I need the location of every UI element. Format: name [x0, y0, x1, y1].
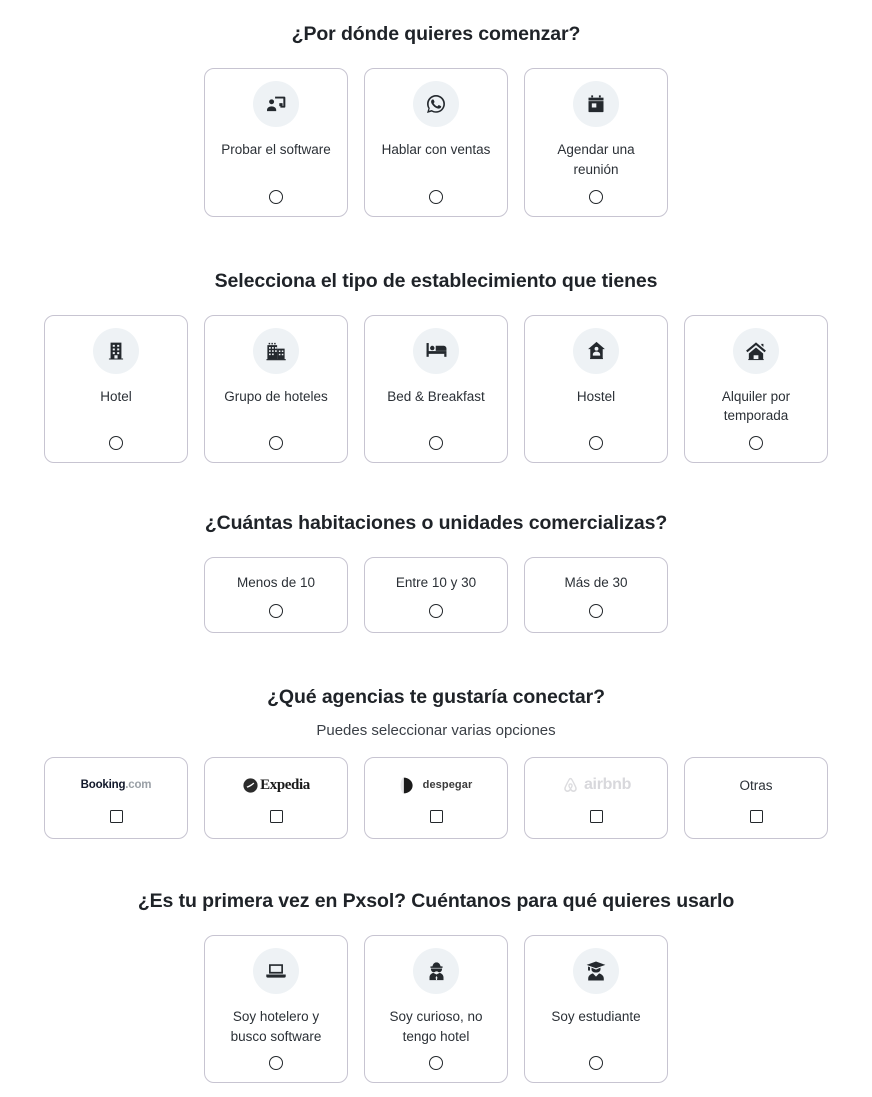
option-card-soy-curioso[interactable]: Soy curioso, no tengo hotel	[364, 935, 508, 1084]
option-card-group: Soy hotelero y busco software Soy curios…	[204, 935, 668, 1084]
option-card-menos-de-10[interactable]: Menos de 10	[204, 557, 348, 634]
option-card-group: Hotel Grupo de hoteles	[44, 314, 828, 463]
building-icon	[93, 327, 139, 374]
option-card-booking[interactable]: Booking.com	[44, 756, 188, 839]
despegar-logo: despegar	[400, 772, 473, 798]
section-rooms: ¿Cuántas habitaciones o unidades comerci…	[0, 511, 872, 634]
airbnb-logo: airbnb	[561, 772, 631, 798]
option-card-despegar[interactable]: despegar	[364, 756, 508, 839]
option-card-soy-hotelero[interactable]: Soy hotelero y busco software	[204, 935, 348, 1084]
user-secret-icon	[413, 948, 459, 995]
option-card-alquiler-por-temporada[interactable]: Alquiler por temporada	[684, 314, 828, 463]
section-title: ¿Cuántas habitaciones o unidades comerci…	[204, 512, 668, 534]
expedia-logo: Expedia	[242, 772, 310, 798]
section-title: ¿Es tu primera vez en Pxsol? Cuéntanos p…	[137, 889, 735, 912]
option-label: Entre 10 y 30	[395, 574, 477, 590]
option-radio[interactable]	[589, 189, 603, 204]
option-radio[interactable]	[749, 436, 763, 450]
option-card-hotel[interactable]: Hotel	[44, 314, 188, 463]
option-label: Hotel	[100, 388, 132, 404]
option-radio[interactable]	[429, 436, 443, 450]
booking-logo-strong: Booking	[80, 779, 126, 792]
option-checkbox[interactable]	[749, 810, 763, 824]
section-agencies: ¿Qué agencias te gustaría conectar? Pued…	[0, 685, 872, 839]
option-card-hablar-con-ventas[interactable]: Hablar con ventas	[364, 68, 508, 217]
booking-logo-dim: .com	[125, 779, 152, 792]
option-label: Agendar una reunión	[557, 142, 635, 177]
option-label: Soy hotelero y busco software	[230, 1009, 322, 1044]
option-label: Menos de 10	[236, 574, 316, 590]
option-checkbox[interactable]	[589, 810, 603, 824]
option-radio[interactable]	[589, 604, 603, 619]
option-card-soy-estudiante[interactable]: Soy estudiante	[524, 935, 668, 1084]
calendar-icon	[573, 81, 619, 128]
section-start: ¿Por dónde quieres comenzar? Probar el s…	[0, 22, 872, 217]
laptop-icon	[253, 948, 299, 995]
whatsapp-icon	[413, 81, 459, 128]
option-card-agendar-una-reunion[interactable]: Agendar una reunión	[524, 68, 668, 217]
expedia-mark-icon	[243, 778, 258, 793]
option-card-group: Booking.com Expedia	[44, 756, 828, 839]
option-radio[interactable]	[269, 189, 283, 204]
section-property-type: Selecciona el tipo de establecimiento qu…	[0, 269, 872, 463]
option-radio[interactable]	[269, 436, 283, 450]
option-card-grupo-de-hoteles[interactable]: Grupo de hoteles	[204, 314, 348, 463]
option-card-expedia[interactable]: Expedia	[204, 756, 348, 839]
option-card-group: Menos de 10 Entre 10 y 30 Más de 30	[204, 557, 668, 634]
option-label: Alquiler por temporada	[721, 388, 791, 424]
booking-logo: Booking.com	[81, 772, 152, 798]
option-label: Hostel	[576, 388, 616, 404]
option-card-airbnb[interactable]: airbnb	[524, 756, 668, 839]
section-title: ¿Por dónde quieres comenzar?	[291, 23, 581, 45]
option-radio[interactable]	[589, 436, 603, 450]
option-card-entre-10-y-30[interactable]: Entre 10 y 30	[364, 557, 508, 634]
option-radio[interactable]	[429, 189, 443, 204]
option-label: Otras	[739, 777, 773, 793]
option-radio[interactable]	[589, 1056, 603, 1071]
option-checkbox[interactable]	[269, 810, 283, 824]
option-label: Probar el software	[221, 142, 331, 158]
option-label: Grupo de hoteles	[224, 388, 328, 404]
option-card-group: Probar el software Hablar con ventas	[204, 68, 668, 217]
option-card-bed-and-breakfast[interactable]: Bed & Breakfast	[364, 314, 508, 463]
despegar-logo-text: despegar	[422, 779, 473, 792]
option-card-otras[interactable]: Otras	[684, 756, 828, 839]
option-card-mas-de-30[interactable]: Más de 30	[524, 557, 668, 634]
airbnb-mark-icon	[564, 777, 577, 792]
option-radio[interactable]	[429, 604, 443, 619]
option-checkbox[interactable]	[109, 810, 123, 824]
section-purpose: ¿Es tu primera vez en Pxsol? Cuéntanos p…	[0, 889, 872, 1084]
option-radio[interactable]	[429, 1056, 443, 1071]
option-label: Bed & Breakfast	[387, 388, 485, 404]
house-user-icon	[573, 327, 619, 374]
option-radio[interactable]	[269, 1056, 283, 1071]
chalkboard-user-icon	[253, 81, 299, 128]
option-radio[interactable]	[109, 436, 123, 450]
user-graduate-icon	[573, 948, 619, 995]
option-card-hostel[interactable]: Hostel	[524, 314, 668, 463]
option-label: Más de 30	[564, 574, 628, 590]
option-checkbox[interactable]	[429, 810, 443, 824]
option-label: Soy estudiante	[551, 1009, 641, 1025]
bed-icon	[413, 327, 459, 374]
section-subtitle: Puedes seleccionar varias opciones	[316, 721, 556, 739]
option-label: Hablar con ventas	[381, 142, 491, 158]
otras-label-slot: Otras	[739, 772, 772, 798]
house-icon	[733, 327, 779, 374]
expedia-logo-text: Expedia	[260, 776, 310, 793]
despegar-mark-icon	[400, 777, 413, 794]
airbnb-logo-text: airbnb	[583, 776, 632, 794]
section-title: ¿Qué agencias te gustaría conectar?	[267, 686, 605, 709]
option-card-probar-el-software[interactable]: Probar el software	[204, 68, 348, 217]
hotel-group-icon	[253, 327, 299, 374]
option-radio[interactable]	[269, 604, 283, 619]
section-title: Selecciona el tipo de establecimiento qu…	[214, 269, 658, 292]
option-label: Soy curioso, no tengo hotel	[389, 1009, 483, 1044]
